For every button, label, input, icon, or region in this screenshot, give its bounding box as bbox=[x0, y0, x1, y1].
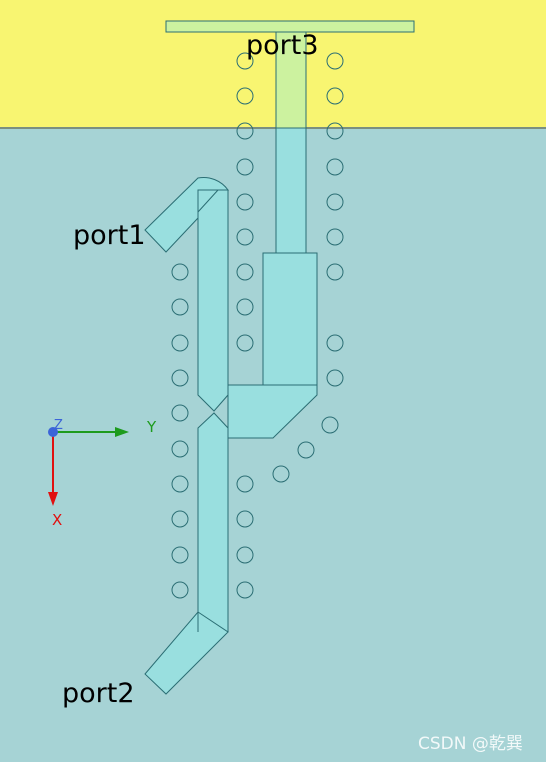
port3-feedline bbox=[275, 127, 307, 254]
via bbox=[236, 510, 254, 528]
axis-triad: Z Y X bbox=[48, 418, 157, 529]
via bbox=[171, 334, 189, 352]
via bbox=[171, 581, 189, 599]
via bbox=[171, 263, 189, 281]
port3-label: port3 bbox=[246, 30, 319, 61]
port2-label: port2 bbox=[62, 678, 135, 709]
y-axis-label: Y bbox=[146, 418, 157, 436]
via-array bbox=[171, 52, 344, 599]
via bbox=[236, 52, 254, 70]
via bbox=[236, 158, 254, 176]
via bbox=[321, 416, 339, 434]
via bbox=[171, 298, 189, 316]
lower-strip bbox=[197, 412, 229, 633]
port1-arm-diag bbox=[197, 189, 219, 213]
x-axis-arrowhead bbox=[48, 492, 58, 506]
via bbox=[326, 369, 344, 387]
via bbox=[236, 122, 254, 140]
port2-arm bbox=[144, 611, 229, 695]
via bbox=[171, 475, 189, 493]
z-axis-dot bbox=[48, 427, 58, 437]
via bbox=[236, 334, 254, 352]
via bbox=[236, 87, 254, 105]
via bbox=[326, 228, 344, 246]
upper-yellow-region bbox=[0, 0, 546, 128]
via bbox=[326, 87, 344, 105]
via bbox=[171, 546, 189, 564]
via bbox=[171, 369, 189, 387]
via bbox=[236, 581, 254, 599]
via bbox=[326, 263, 344, 281]
via bbox=[171, 440, 189, 458]
via bbox=[171, 404, 189, 422]
via bbox=[272, 465, 290, 483]
port3-wide-section bbox=[262, 252, 318, 386]
z-axis-label: Z bbox=[54, 418, 63, 433]
port1-arm bbox=[144, 177, 229, 253]
port1-label: port1 bbox=[73, 220, 146, 251]
via bbox=[326, 193, 344, 211]
via bbox=[236, 298, 254, 316]
via bbox=[236, 193, 254, 211]
watermark: CSDN @乾巽 bbox=[418, 734, 523, 754]
upper-strip bbox=[197, 189, 229, 412]
via bbox=[326, 158, 344, 176]
port3-feedline-top bbox=[275, 31, 307, 129]
x-axis-label: X bbox=[52, 511, 62, 529]
via bbox=[326, 122, 344, 140]
y-axis-arrowhead bbox=[115, 427, 129, 437]
via bbox=[236, 263, 254, 281]
via bbox=[297, 441, 315, 459]
via bbox=[236, 228, 254, 246]
via bbox=[236, 546, 254, 564]
via bbox=[236, 475, 254, 493]
via bbox=[326, 52, 344, 70]
via bbox=[326, 334, 344, 352]
via bbox=[171, 510, 189, 528]
